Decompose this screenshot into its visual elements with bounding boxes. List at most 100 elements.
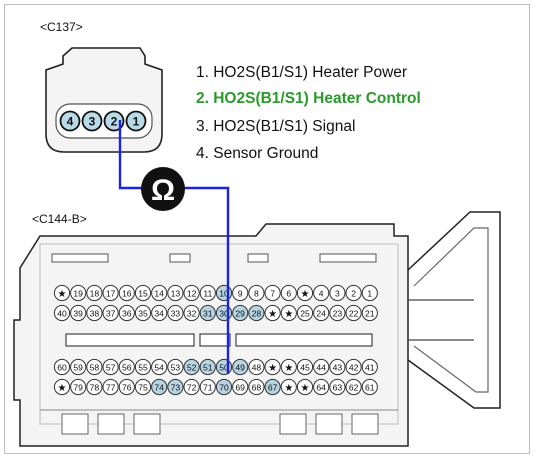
- svg-text:1: 1: [133, 115, 140, 129]
- c144b-pin-2: 2: [345, 284, 362, 302]
- c144b-pin-40: 40: [53, 304, 71, 322]
- c137-pin-1: 1: [125, 110, 147, 132]
- c144b-pin-57: 57: [102, 358, 119, 376]
- svg-text:★: ★: [284, 383, 293, 394]
- svg-text:18: 18: [90, 288, 100, 298]
- c144b-pin-56: 56: [118, 358, 135, 376]
- svg-text:73: 73: [171, 382, 181, 392]
- c144b-pin-48: 48: [248, 358, 265, 376]
- c144b-pin-73: 73: [167, 378, 184, 396]
- svg-text:22: 22: [349, 308, 359, 318]
- svg-text:48: 48: [252, 362, 262, 372]
- svg-text:★: ★: [58, 289, 67, 300]
- c144b-pin-79: 79: [70, 378, 87, 396]
- connector-c137-label: <C137>: [40, 20, 83, 34]
- svg-text:59: 59: [73, 362, 83, 372]
- c144b-pin-7: 7: [264, 284, 281, 302]
- c144b-pin-36: 36: [118, 304, 135, 322]
- c144b-pin-11: 11: [199, 284, 216, 302]
- c144b-pin-22: 22: [345, 304, 362, 322]
- c144b-pin-71: 71: [199, 378, 216, 396]
- svg-text:29: 29: [235, 308, 245, 318]
- c144b-pin-59: 59: [70, 358, 87, 376]
- c144b-pin-34: 34: [151, 304, 168, 322]
- svg-text:69: 69: [235, 382, 245, 392]
- c144b-pin-53: 53: [167, 358, 184, 376]
- c144b-pin-29: 29: [232, 304, 249, 322]
- c144b-pin-58: 58: [86, 358, 103, 376]
- c144b-pin-74: 74: [151, 378, 168, 396]
- c144b-pin-30: 30: [215, 304, 233, 322]
- c144b-pin-star: ★: [53, 284, 71, 302]
- svg-text:13: 13: [171, 288, 181, 298]
- c144b-pin-49: 49: [232, 358, 249, 376]
- c137-pin-4: 4: [59, 110, 81, 132]
- svg-text:10: 10: [219, 288, 229, 298]
- c144b-pin-70: 70: [215, 378, 233, 396]
- svg-text:★: ★: [58, 383, 67, 394]
- svg-text:54: 54: [154, 362, 164, 372]
- svg-text:41: 41: [365, 362, 375, 372]
- svg-text:79: 79: [73, 382, 83, 392]
- c144b-pin-60: 60: [53, 358, 71, 376]
- svg-text:42: 42: [349, 362, 359, 372]
- svg-text:71: 71: [203, 382, 213, 392]
- c144b-pin-52: 52: [183, 358, 200, 376]
- svg-text:37: 37: [106, 308, 116, 318]
- c137-pin-2: 2: [103, 110, 125, 132]
- c144b-pin-35: 35: [134, 304, 152, 322]
- c144b-bottom-ribs: [40, 409, 398, 435]
- svg-text:32: 32: [187, 308, 197, 318]
- svg-text:30: 30: [219, 308, 229, 318]
- svg-text:33: 33: [171, 308, 181, 318]
- pin-list-item-3: 3. HO2S(B1/S1) Signal: [196, 118, 356, 135]
- c144b-pin-37: 37: [102, 304, 119, 322]
- c144b-pin-star: ★: [280, 358, 297, 376]
- svg-text:9: 9: [238, 288, 243, 298]
- ohm-icon: Ω: [151, 174, 175, 207]
- svg-text:60: 60: [57, 362, 67, 372]
- svg-text:75: 75: [138, 382, 148, 392]
- c144b-pin-21: 21: [361, 304, 378, 322]
- c144b-middle-bars: [65, 333, 373, 347]
- c144b-pin-10: 10: [215, 284, 233, 302]
- svg-text:51: 51: [203, 362, 213, 372]
- svg-text:15: 15: [138, 288, 148, 298]
- c144b-pin-13: 13: [167, 284, 184, 302]
- svg-text:53: 53: [171, 362, 181, 372]
- svg-text:52: 52: [187, 362, 197, 372]
- svg-text:3: 3: [335, 288, 340, 298]
- c144b-pin-9: 9: [232, 284, 249, 302]
- pin-list-item-4: 4. Sensor Ground: [196, 145, 319, 162]
- c144b-pin-44: 44: [313, 358, 330, 376]
- svg-text:21: 21: [365, 308, 375, 318]
- c144b-pin-8: 8: [248, 284, 265, 302]
- svg-text:61: 61: [365, 382, 375, 392]
- svg-text:★: ★: [268, 309, 277, 320]
- svg-text:★: ★: [284, 309, 293, 320]
- c137-pin-3: 3: [81, 110, 103, 132]
- ohmmeter-circle: [141, 167, 185, 211]
- c144b-pin-12: 12: [183, 284, 200, 302]
- c144b-pin-star: ★: [280, 304, 297, 322]
- c144b-pin-31: 31: [199, 304, 216, 322]
- svg-text:63: 63: [333, 382, 343, 392]
- svg-text:19: 19: [73, 288, 83, 298]
- svg-text:8: 8: [254, 288, 259, 298]
- c144b-pin-63: 63: [329, 378, 346, 396]
- c144b-pin-19: 19: [70, 284, 87, 302]
- c144b-inner-frame: [39, 243, 399, 425]
- c144b-pin-33: 33: [167, 304, 184, 322]
- svg-text:35: 35: [138, 308, 148, 318]
- c144b-pin-78: 78: [86, 378, 103, 396]
- svg-text:40: 40: [57, 308, 67, 318]
- c144b-pin-69: 69: [232, 378, 249, 396]
- c144b-pin-15: 15: [134, 284, 152, 302]
- c144b-pin-star: ★: [296, 378, 314, 396]
- connector-c144b-label: <C144-B>: [32, 212, 87, 226]
- c144b-pin-4: 4: [313, 284, 330, 302]
- svg-text:34: 34: [154, 308, 164, 318]
- c144b-pin-75: 75: [134, 378, 152, 396]
